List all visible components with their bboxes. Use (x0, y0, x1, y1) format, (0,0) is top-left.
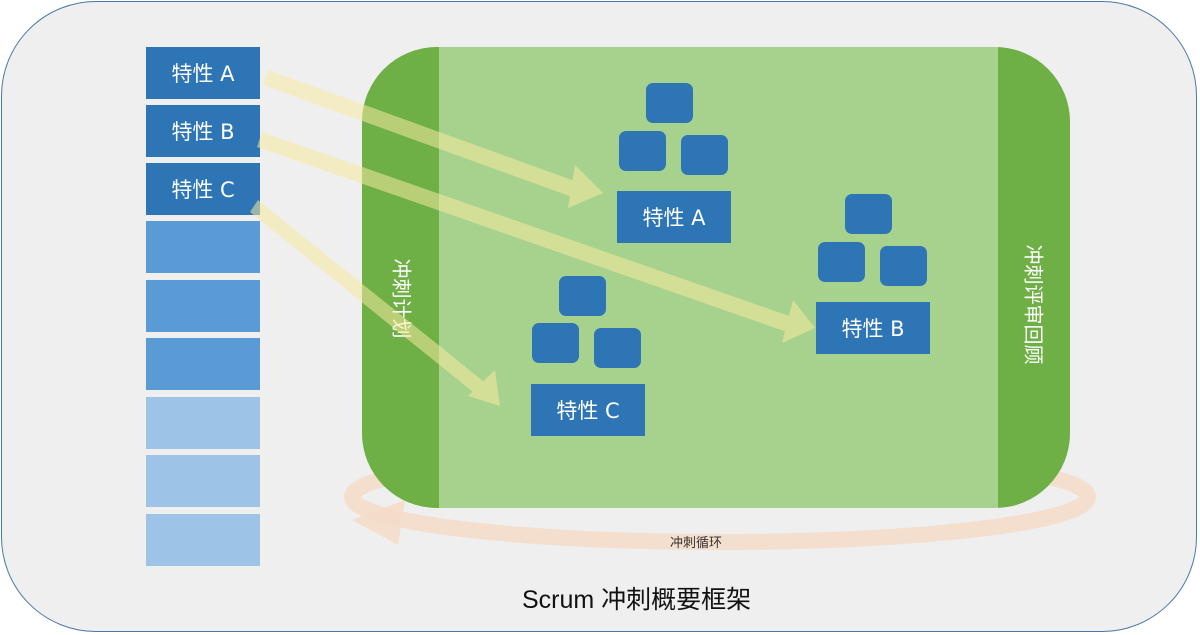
sprint-review-label: 冲刺评审回顾 (1021, 244, 1046, 365)
task-block (880, 246, 927, 286)
task-block (646, 83, 693, 123)
sprint-box (362, 47, 1070, 508)
backlog-item (146, 338, 260, 390)
sprint-cycle-label: 冲刺循环 (670, 536, 723, 551)
backlog-item-feature-c: 特性 C (146, 163, 260, 215)
feature-label: 特性 C (531, 384, 645, 436)
task-block (681, 135, 728, 175)
feature-label: 特性 A (617, 191, 731, 243)
backlog-item-feature-a: 特性 A (146, 47, 260, 99)
task-block (594, 328, 641, 368)
task-block (845, 194, 892, 234)
backlog-item-feature-b: 特性 B (146, 105, 260, 157)
backlog-item (146, 514, 260, 566)
backlog-item (146, 221, 260, 273)
diagram-title: Scrum 冲刺概要框架 (522, 586, 752, 614)
feature-label: 特性 B (816, 302, 930, 354)
sprint-review-band (998, 47, 1070, 508)
sprint-planning-label: 冲刺计划 (389, 258, 414, 339)
backlog-item (146, 455, 260, 507)
task-block (619, 131, 666, 171)
task-block (818, 242, 865, 282)
backlog-item (146, 397, 260, 449)
task-block (559, 276, 606, 316)
task-block (532, 323, 579, 363)
backlog-item (146, 280, 260, 332)
